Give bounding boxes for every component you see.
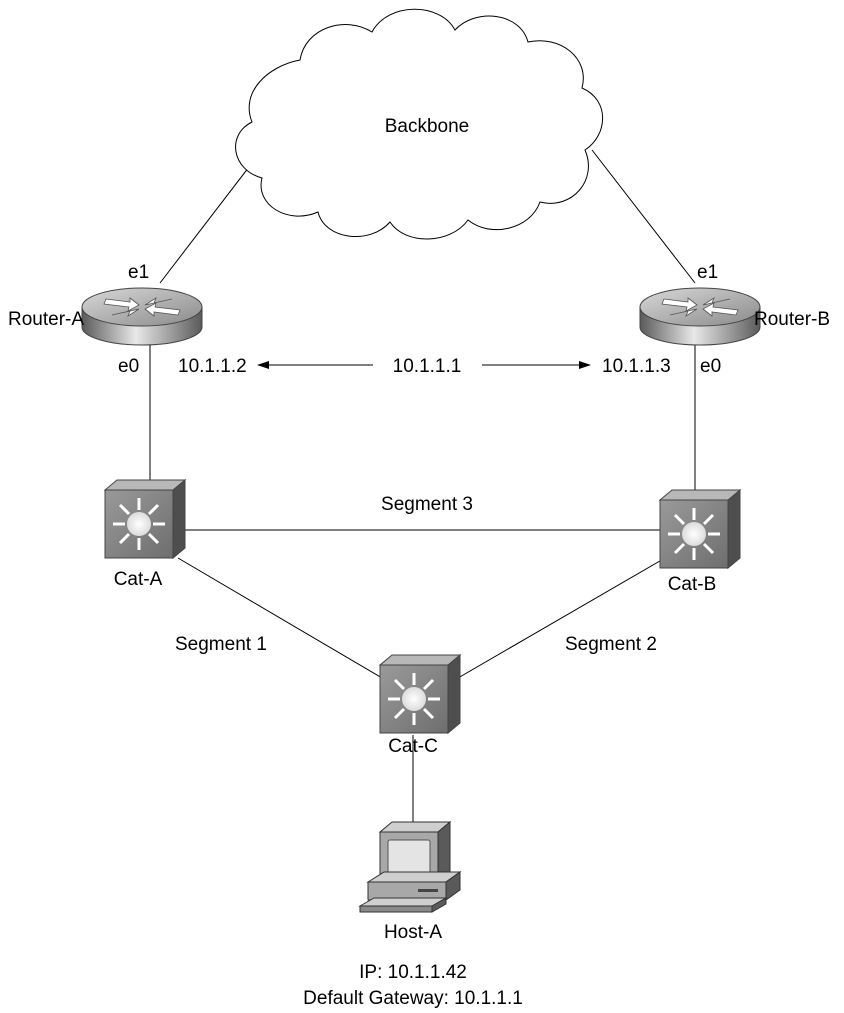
router-b-e0-label: e0 <box>700 356 721 377</box>
segment-1-label: Segment 1 <box>175 634 267 655</box>
router-b-ip-label: 10.1.1.3 <box>602 356 671 377</box>
cat-c-label: Cat-C <box>388 736 438 757</box>
host-ip-label: IP: 10.1.1.42 <box>359 962 467 983</box>
backbone-label: Backbone <box>385 116 470 137</box>
virtual-ip-label: 10.1.1.1 <box>393 356 462 377</box>
cat-b-label: Cat-B <box>668 574 717 595</box>
router-a-name: Router-A <box>8 309 84 330</box>
router-a-icon <box>81 287 203 346</box>
router-a-e0-label: e0 <box>118 356 139 377</box>
host-a-computer-icon <box>358 820 462 913</box>
segment-3-label: Segment 3 <box>381 494 473 515</box>
segment-2-label: Segment 2 <box>565 634 657 655</box>
backbone-cloud-icon <box>235 8 604 240</box>
router-b-e1-label: e1 <box>697 262 718 283</box>
link-segment-2 <box>457 557 666 679</box>
router-b-name: Router-B <box>754 309 830 330</box>
host-a-label: Host-A <box>384 922 442 943</box>
link-cloud-router-b <box>591 149 696 284</box>
router-a-ip-label: 10.1.1.2 <box>178 356 247 377</box>
router-b-icon <box>639 287 761 346</box>
link-cloud-router-a <box>159 149 263 284</box>
router-a-e1-label: e1 <box>128 262 149 283</box>
host-gateway-label: Default Gateway: 10.1.1.1 <box>303 988 523 1009</box>
link-segment-1 <box>177 557 383 679</box>
cat-a-label: Cat-A <box>114 569 163 590</box>
cat-a-switch-icon <box>103 478 187 560</box>
cat-c-switch-icon <box>378 653 462 735</box>
cat-b-switch-icon <box>658 488 742 570</box>
